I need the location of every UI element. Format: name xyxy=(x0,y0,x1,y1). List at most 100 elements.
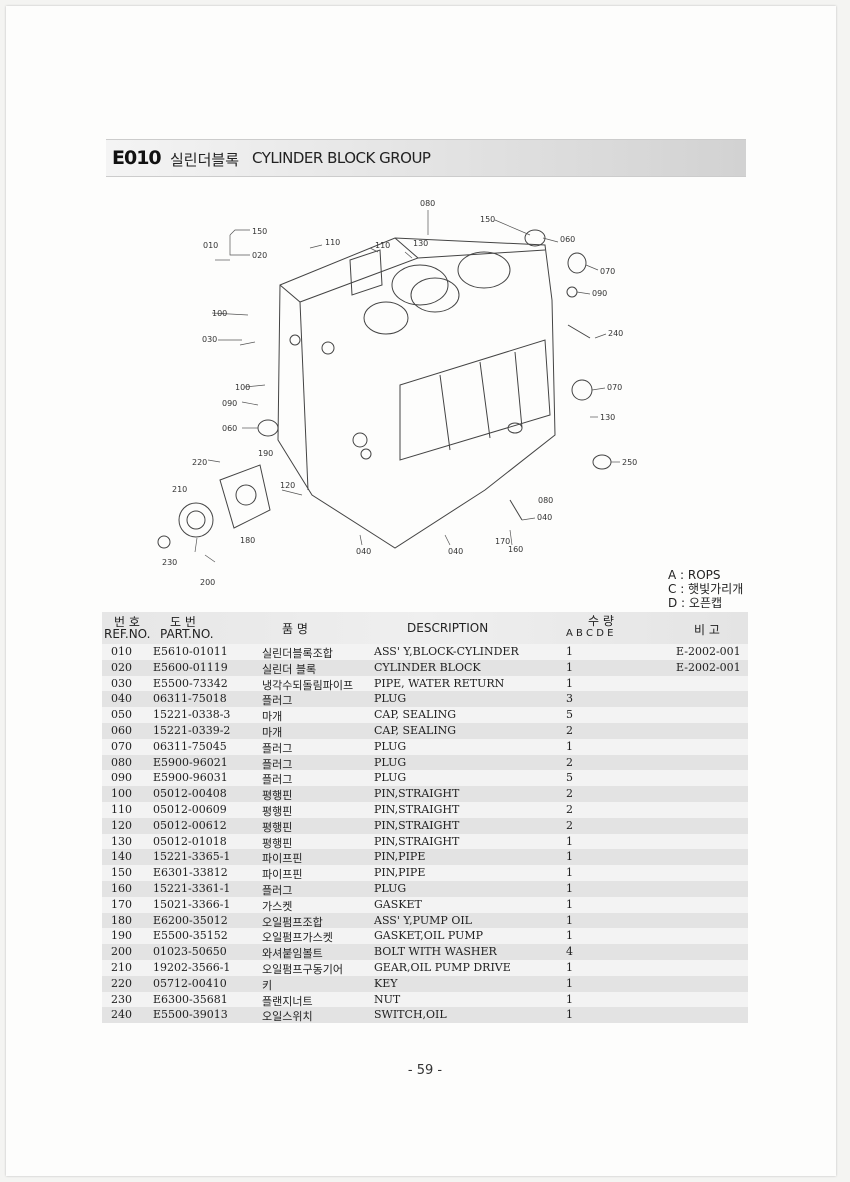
callout-label: 210 xyxy=(172,485,187,494)
description-cell: NUT xyxy=(374,992,401,1006)
korean-name-cell: 평행핀 xyxy=(262,820,293,834)
description-cell: PIN,STRAIGHT xyxy=(374,787,460,801)
ref-no-cell: 130 xyxy=(111,834,132,848)
callout-label: 060 xyxy=(560,235,575,244)
description-cell: PLUG xyxy=(374,755,407,769)
part-no-cell: 05012-00408 xyxy=(153,787,227,801)
ref-no-cell: 170 xyxy=(111,897,132,911)
ref-no-cell: 010 xyxy=(111,645,132,658)
callout-label: 130 xyxy=(413,239,428,248)
exploded-parts-diagram: 080 150 060 070 090 240 070 130 250 080 … xyxy=(157,199,637,587)
header-qty-columns: A B C D E xyxy=(566,628,614,639)
ref-no-cell: 220 xyxy=(111,976,132,990)
ref-no-cell: 200 xyxy=(111,945,132,959)
callout-label: 230 xyxy=(162,558,177,567)
callout-label: 110 xyxy=(325,238,340,247)
part-no-cell: 19202-3566-1 xyxy=(153,960,231,974)
callout-label: 180 xyxy=(240,536,255,545)
description-cell: ASS' Y,PUMP OIL xyxy=(374,913,472,927)
ref-no-cell: 240 xyxy=(111,1008,132,1022)
description-cell: PIN,STRAIGHT xyxy=(374,818,460,832)
description-cell: PIN,PIPE xyxy=(374,850,426,864)
korean-name-cell: 파이프핀 xyxy=(262,868,303,882)
quantity-cell: 1 xyxy=(566,676,573,690)
table-row: 130 05012-01018 평행핀 PIN,STRAIGHT 1 xyxy=(102,833,748,850)
korean-name-cell: 실린더블록조합 xyxy=(262,647,333,660)
korean-name-cell: 오일스위치 xyxy=(262,1010,313,1024)
quantity-cell: 1 xyxy=(566,960,573,974)
korean-name-cell: 가스켓 xyxy=(262,899,293,913)
callout-label: 110 xyxy=(375,241,390,250)
quantity-cell: 1 xyxy=(566,834,573,848)
ref-no-cell: 070 xyxy=(111,739,132,753)
description-cell: GASKET,OIL PUMP xyxy=(374,929,484,943)
description-cell: CAP, SEALING xyxy=(374,708,457,722)
callout-label: 070 xyxy=(607,383,622,392)
callout-lines xyxy=(194,210,620,553)
quantity-cell: 1 xyxy=(566,866,573,880)
description-cell: PLUG xyxy=(374,881,407,895)
quantity-cell: 5 xyxy=(566,708,573,722)
ref-no-cell: 080 xyxy=(111,755,132,769)
part-no-cell: E5610-01011 xyxy=(153,645,228,658)
note-cell: E-2002-001 xyxy=(676,660,741,674)
callout-label: 060 xyxy=(222,424,237,433)
korean-name-cell: 오일펌프가스켓 xyxy=(262,931,333,945)
legend-item-a: A : ROPS xyxy=(668,568,721,582)
callout-label: 220 xyxy=(192,458,207,467)
part-no-cell: 05012-01018 xyxy=(153,834,227,848)
callout-label: 040 xyxy=(356,547,371,556)
part-no-cell: 15221-0338-3 xyxy=(153,708,231,722)
callout-label: 040 xyxy=(448,547,463,556)
header-description: DESCRIPTION xyxy=(407,621,489,635)
korean-name-cell: 플랜지너트 xyxy=(262,994,313,1008)
korean-name-cell: 평행핀 xyxy=(262,836,293,850)
quantity-cell: 1 xyxy=(566,660,573,674)
quantity-cell: 2 xyxy=(566,802,573,816)
quantity-cell: 3 xyxy=(566,692,573,706)
header-ref-en: REF.NO. xyxy=(104,627,151,641)
description-cell: PIN,STRAIGHT xyxy=(374,834,460,848)
ref-no-cell: 110 xyxy=(111,802,132,816)
section-header: E010 실린더블록 CYLINDER BLOCK GROUP xyxy=(106,139,746,177)
ref-no-cell: 230 xyxy=(111,992,132,1006)
ref-no-cell: 040 xyxy=(111,692,132,706)
korean-name-cell: 오일펌프조합 xyxy=(262,915,323,929)
korean-name-cell: 플러그 xyxy=(262,741,293,755)
part-no-cell: 06311-75018 xyxy=(153,692,227,706)
callout-label: 200 xyxy=(200,578,215,587)
ref-no-cell: 180 xyxy=(111,913,132,927)
callout-label: 240 xyxy=(608,329,623,338)
description-cell: PLUG xyxy=(374,771,407,785)
korean-name-cell: 마개 xyxy=(262,710,283,724)
korean-name-cell: 실린더 블록 xyxy=(262,662,317,676)
quantity-cell: 2 xyxy=(566,723,573,737)
quantity-cell: 1 xyxy=(566,1008,573,1022)
description-cell: PIPE, WATER RETURN xyxy=(374,676,505,690)
callout-label: 100 xyxy=(212,309,227,318)
ref-no-cell: 030 xyxy=(111,676,132,690)
korean-name-cell: 파이프핀 xyxy=(262,852,303,866)
header-note-ko: 비 고 xyxy=(694,623,720,637)
quantity-cell: 1 xyxy=(566,929,573,943)
callout-label: 190 xyxy=(258,449,273,458)
korean-name-cell: 플러그 xyxy=(262,773,293,787)
quantity-cell: 2 xyxy=(566,755,573,769)
ref-no-cell: 020 xyxy=(111,660,132,674)
description-cell: KEY xyxy=(374,976,398,990)
variant-legend: A : ROPS C : 햇빛가리개 D : 오픈캡 xyxy=(668,568,743,610)
korean-name-cell: 오일펌프구동기어 xyxy=(262,962,343,976)
quantity-cell: 4 xyxy=(566,945,573,959)
quantity-cell: 2 xyxy=(566,818,573,832)
part-no-cell: 15221-0339-2 xyxy=(153,723,231,737)
